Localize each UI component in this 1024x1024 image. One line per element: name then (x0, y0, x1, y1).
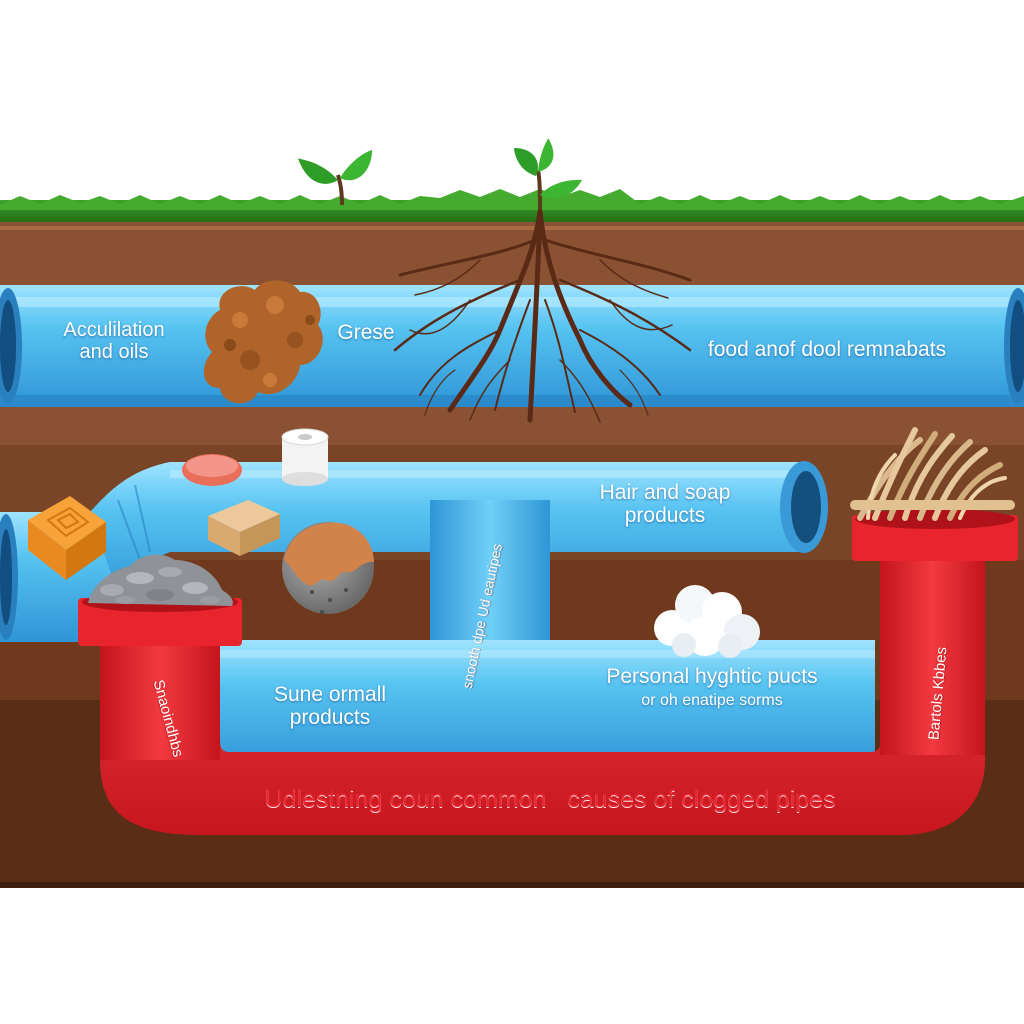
toilet-roll-icon (281, 428, 329, 486)
label-hair-line2: products (624, 503, 706, 527)
diagram-title: Udlestning coun common causes of clogged… (264, 785, 836, 813)
sponge-icon (28, 496, 106, 580)
label-accumulation: Acculilation and oils (38, 319, 190, 363)
gravel-pile-icon (88, 554, 233, 606)
soap-bar-icon (208, 500, 280, 556)
label-small-line1: Sune ormall (273, 683, 387, 706)
label-personal-line2: or oh enatipe sorms (641, 691, 783, 709)
label-small-line2: products (289, 705, 371, 729)
disc-icon (182, 454, 242, 486)
label-hair-soap: Hair and soap products (570, 481, 760, 527)
grease-clump-icon (203, 280, 323, 404)
hair-tuft-icon (850, 427, 1015, 521)
label-personal-hygiene: Personal hyghtic pucts or oh enatipe sor… (572, 665, 852, 709)
sprout-icon (298, 150, 372, 206)
roots-icon (393, 209, 692, 423)
sprout-icon (514, 138, 582, 213)
label-accumulation-line2: and oils (79, 340, 149, 363)
lower-blue-pipe (220, 500, 875, 770)
cotton-icon (654, 585, 760, 658)
label-accumulation-line1: Acculilation (63, 319, 165, 341)
label-grease-text: Grese (337, 321, 395, 344)
label-grease: Grese (330, 321, 402, 345)
label-personal-line1: Personal hyghtic pucts (606, 665, 818, 688)
label-small-products: Sune ormall products (255, 683, 405, 729)
label-food-text: food anof dool remnabats (707, 338, 947, 361)
ball-icon (282, 522, 374, 614)
label-hair-line1: Hair and soap (599, 481, 731, 504)
label-food: food anof dool remnabats (672, 338, 982, 362)
grass-strip (0, 189, 1024, 222)
